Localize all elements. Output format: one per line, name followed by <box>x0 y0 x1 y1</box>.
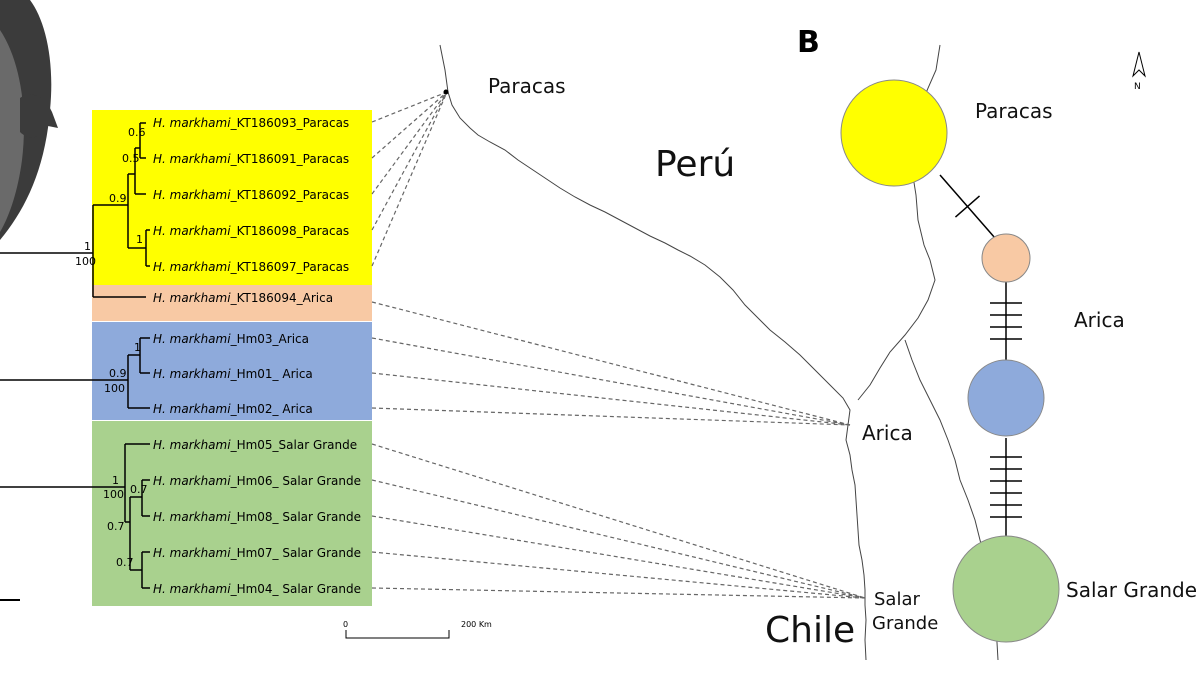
connector-line <box>371 337 851 426</box>
leaf-label: H. markhami_KT186093_Paracas <box>153 116 349 130</box>
paracas-marker <box>443 89 449 95</box>
haplotype-node-salar <box>952 535 1060 643</box>
network-label-arica: Arica <box>1074 308 1125 332</box>
clade-box-salar <box>92 421 372 606</box>
scale-start-label: 0 <box>343 620 348 629</box>
bird-illustration <box>0 0 58 240</box>
leaf-label: H. markhami_Hm01_ Arica <box>153 367 313 381</box>
connector-line <box>371 91 448 267</box>
connector-line <box>371 551 866 599</box>
clade-box-paracas <box>92 110 372 285</box>
leaf-label: H. markhami_Hm03_Arica <box>153 332 309 346</box>
connector-line <box>371 443 866 599</box>
leaf-label: H. markhami_KT186094_Arica <box>153 291 333 305</box>
support-value: 1 <box>112 474 119 487</box>
map-label-paracas: Paracas <box>488 74 566 98</box>
connector-line <box>371 407 851 426</box>
leaf-label: H. markhami_KT186098_Paracas <box>153 224 349 238</box>
coastline <box>439 44 867 661</box>
leaf-labels: H. markhami_KT186093_Paracas H. markhami… <box>153 116 361 596</box>
phylogenetic-tree <box>0 122 150 601</box>
clade-box-arica <box>92 322 372 420</box>
north-arrow-icon <box>1132 51 1146 78</box>
support-value: 100 <box>75 255 96 268</box>
leaf-label: H. markhami_KT186091_Paracas <box>153 152 349 166</box>
support-value: 0.9 <box>109 367 127 380</box>
connector-line <box>371 372 851 426</box>
map-label-salar: Salar <box>874 589 920 610</box>
north-label: N <box>1134 82 1141 92</box>
haplotype-node-paracas <box>840 79 948 187</box>
mutation-tick <box>954 195 981 218</box>
leaf-label: H. markhami_Hm04_ Salar Grande <box>153 582 361 596</box>
support-value: 0.7 <box>116 556 134 569</box>
connector-line <box>371 91 448 231</box>
connector-line <box>371 479 866 599</box>
connector-line <box>371 91 448 195</box>
haplotype-node-arica-kt <box>981 233 1031 283</box>
support-value: 0.7 <box>107 520 125 533</box>
leaf-label: H. markhami_KT186097_Paracas <box>153 260 349 274</box>
support-value: 0.5 <box>122 152 140 165</box>
support-value: 100 <box>103 488 124 501</box>
map-scale-bar: 0 200 Km <box>343 620 492 639</box>
panel-label: B <box>797 25 820 60</box>
support-value: 100 <box>104 382 125 395</box>
connector-lines <box>371 91 866 599</box>
support-value: 0.6 <box>128 126 146 139</box>
support-values: 0.6 0.5 0.9 1 1 100 1 0.9 100 1 100 0.7 … <box>75 126 148 569</box>
leaf-label: H. markhami_KT186092_Paracas <box>153 188 349 202</box>
network-label-salar: Salar Grande <box>1066 578 1197 602</box>
scale-bar-line <box>345 630 450 639</box>
north-arrow: N <box>1132 51 1146 92</box>
support-value: 0.7 <box>130 483 148 496</box>
mutation-ticks <box>954 195 1022 518</box>
leaf-label: H. markhami_Hm08_ Salar Grande <box>153 510 361 524</box>
leaf-label: H. markhami_Hm05_Salar Grande <box>153 438 357 452</box>
map-label-grande: Grande <box>872 613 938 634</box>
connector-line <box>371 515 866 599</box>
country-label-peru: Perú <box>655 144 735 185</box>
map-label-arica: Arica <box>862 421 913 445</box>
clade-box-arica-kt <box>92 285 372 321</box>
network-label-paracas: Paracas <box>975 99 1053 123</box>
leaf-label: H. markhami_Hm06_ Salar Grande <box>153 474 361 488</box>
leaf-label: H. markhami_Hm07_ Salar Grande <box>153 546 361 560</box>
bird-wing-feathers <box>0 30 24 232</box>
connector-line <box>371 587 866 599</box>
country-label-chile: Chile <box>765 610 855 651</box>
bird-head <box>20 94 58 138</box>
haplotype-node-arica <box>967 359 1045 437</box>
support-value: 1 <box>134 341 141 354</box>
scale-end-label: 200 Km <box>461 620 492 629</box>
support-value: 0.9 <box>109 192 127 205</box>
leaf-label: H. markhami_Hm02_ Arica <box>153 402 313 416</box>
support-value: 1 <box>136 233 143 246</box>
haplotype-network: Paracas Arica Salar Grande <box>840 79 1197 643</box>
support-value: 1 <box>84 240 91 253</box>
connector-line <box>371 91 448 159</box>
connector-line <box>371 301 851 426</box>
